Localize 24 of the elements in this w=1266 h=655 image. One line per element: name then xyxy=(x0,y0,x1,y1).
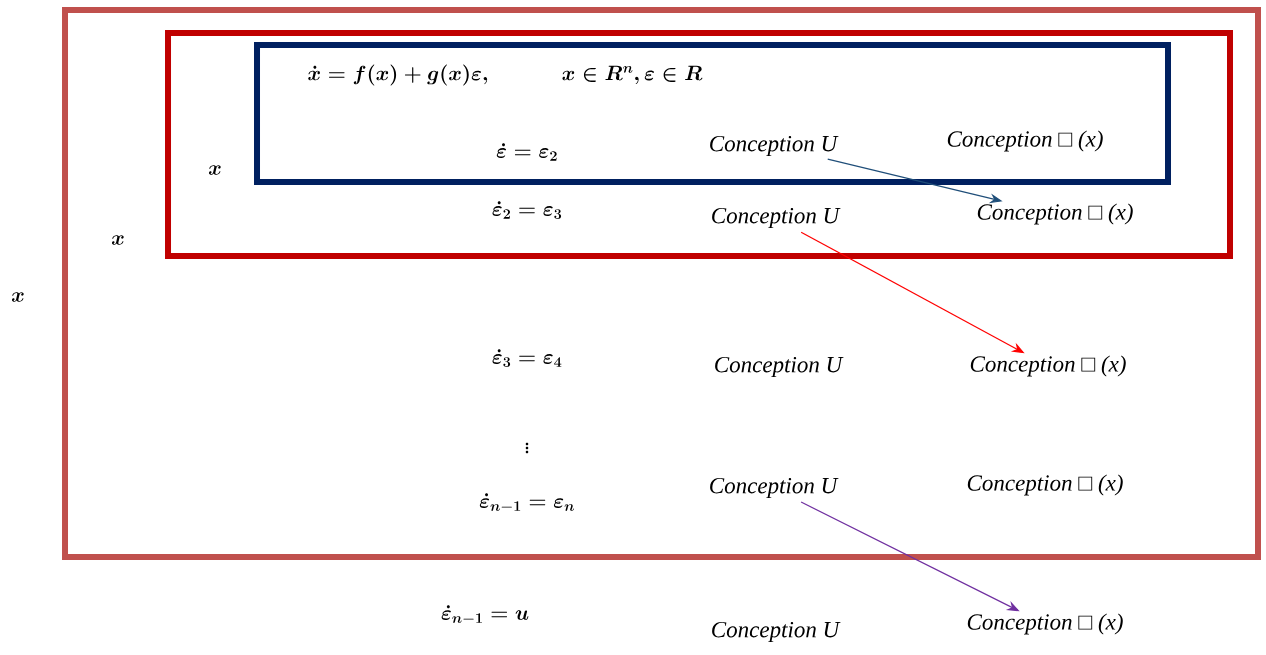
variable-label: $x$ xyxy=(11,292,24,302)
equation: $\dot{\varepsilon} = \varepsilon_{2}$ xyxy=(496,143,557,161)
frame-box xyxy=(165,30,1233,259)
concept-label: Conception U xyxy=(710,477,839,499)
equation: $x \in R^{n}, \varepsilon \in R$ xyxy=(562,65,703,85)
concept-label: Conception □ (x) xyxy=(977,203,1133,225)
equation: $\dot{\varepsilon}_{n-1} = u$ xyxy=(441,605,529,623)
variable-label: $x$ xyxy=(208,165,221,175)
concept-label: Conception U xyxy=(712,621,841,643)
equation: $\dot{\varepsilon}_{2} = \varepsilon_{3}$ xyxy=(492,201,562,219)
ellipsis-dots: $\vdots$ xyxy=(525,442,529,454)
equation: $\dot{x} = f(x) + g(x)\varepsilon,$ xyxy=(308,64,488,86)
equation: $\dot{\varepsilon}_{n-1} = \varepsilon_{n}$ xyxy=(479,493,574,511)
concept-label: Conception □ (x) xyxy=(967,474,1123,496)
concept-label: Conception U xyxy=(715,356,844,378)
concept-label: Conception U xyxy=(710,135,839,157)
concept-label: Conception □ (x) xyxy=(970,355,1126,377)
equation: $\dot{\varepsilon}_{3} = \varepsilon_{4}$ xyxy=(492,349,562,367)
concept-label: Conception □ (x) xyxy=(967,613,1123,635)
frame-box xyxy=(62,7,1261,560)
variable-label: $x$ xyxy=(111,235,124,245)
frame-box xyxy=(254,42,1171,185)
concept-label: Conception U xyxy=(712,207,841,229)
concept-label: Conception □ (x) xyxy=(947,130,1103,152)
